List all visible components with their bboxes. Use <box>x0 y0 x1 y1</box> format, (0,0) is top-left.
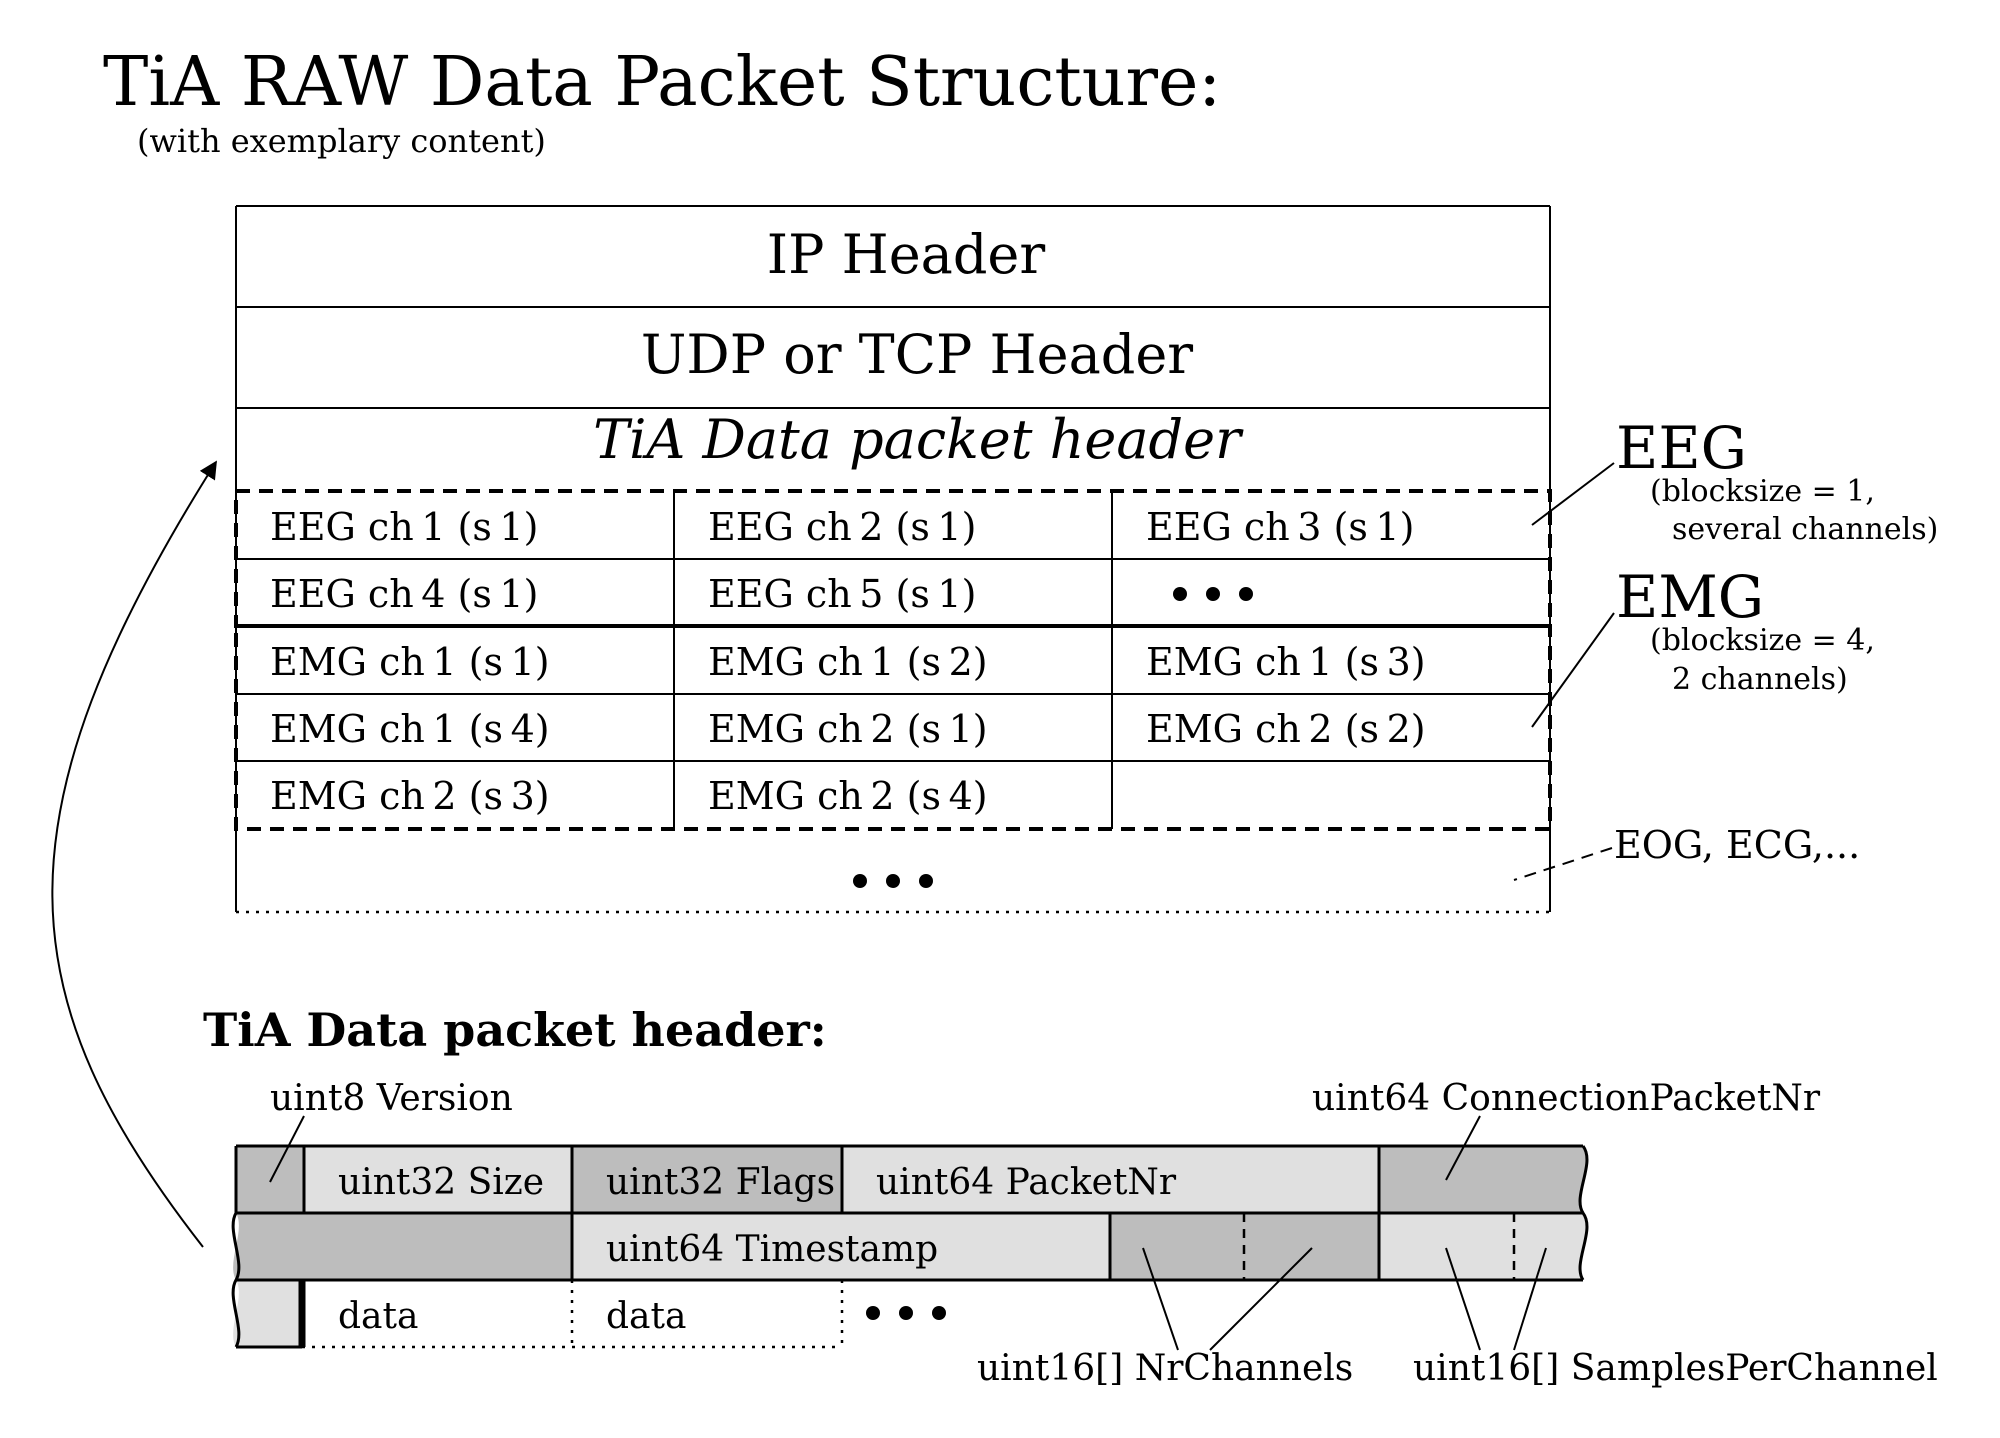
sample-cell: EMG ch 2 (s 3) <box>270 774 550 818</box>
nr-channels-leader-line <box>1209 1247 1313 1351</box>
nr-channels-leader-line <box>1142 1247 1179 1351</box>
eeg-note: several channels) <box>1672 512 1938 547</box>
tia-header-label: TiA Data packet header <box>593 408 1244 471</box>
sample-cells: EEG ch 1 (s 1) EEG ch 2 (s 1) EEG ch 3 (… <box>270 505 1426 818</box>
other-signals-label: EOG, ECG,... <box>1614 823 1860 867</box>
sample-cell: EMG ch 1 (s 3) <box>1146 640 1426 684</box>
ip-header-label: IP Header <box>767 223 1046 286</box>
eeg-label: EEG <box>1616 414 1747 482</box>
ellipsis-dots-packet <box>853 874 933 888</box>
signal-group-borders <box>234 489 1552 831</box>
field-connection-nr-label: uint64 ConnectionPacketNr <box>1312 1078 1821 1119</box>
transport-header-label: UDP or TCP Header <box>641 323 1193 386</box>
field-nr-channels-label: uint16[] NrChannels <box>977 1348 1353 1389</box>
sample-cell: EMG ch 1 (s 1) <box>270 640 550 684</box>
header-row-3 <box>233 1280 302 1347</box>
header-row-1 <box>236 1146 1587 1213</box>
sample-cell: EMG ch 1 (s 2) <box>708 640 988 684</box>
emg-label: EMG <box>1616 563 1764 631</box>
emg-leader-line <box>1531 612 1615 728</box>
emg-note: (blocksize = 4, <box>1650 623 1875 658</box>
field-flags: uint32 Flags <box>606 1162 835 1203</box>
ellipsis-dots-eeg <box>1173 587 1253 601</box>
sample-cell: EMG ch 2 (s 2) <box>1146 707 1426 751</box>
field-data: data <box>338 1296 418 1337</box>
diagram-subtitle: (with exemplary content) <box>137 122 546 160</box>
field-packet-nr: uint64 PacketNr <box>876 1162 1177 1203</box>
sample-cell: EMG ch 1 (s 4) <box>270 707 550 751</box>
header-row-2 <box>233 1213 1587 1280</box>
version-leader-line <box>269 1115 305 1183</box>
sample-cell: EEG ch 2 (s 1) <box>708 505 976 549</box>
header-section-title: TiA Data packet header: <box>203 1003 827 1057</box>
sample-cell: EMG ch 2 (s 4) <box>708 774 988 818</box>
raw-packet-box <box>235 205 1551 912</box>
sample-cell: EEG ch 4 (s 1) <box>270 572 538 616</box>
array-separators <box>1242 1213 1516 1280</box>
other-leader-line <box>1513 847 1613 881</box>
field-samples-per-channel-label: uint16[] SamplesPerChannel <box>1413 1348 1938 1389</box>
emg-note: 2 channels) <box>1672 662 1848 697</box>
data-field-borders <box>302 1280 844 1349</box>
sample-cell: EMG ch 2 (s 1) <box>708 707 988 751</box>
connection-nr-leader-line <box>1445 1115 1481 1181</box>
sample-cell: EEG ch 1 (s 1) <box>270 505 538 549</box>
field-version-label: uint8 Version <box>270 1078 513 1119</box>
header-link-arrow <box>51 460 217 1248</box>
samples-leader-line <box>1445 1247 1481 1351</box>
eeg-leader-line <box>1531 462 1615 526</box>
field-timestamp: uint64 Timestamp <box>606 1229 938 1270</box>
header-field-borders <box>231 1144 1589 1349</box>
sample-cell: EEG ch 3 (s 1) <box>1146 505 1414 549</box>
diagram-title: TiA RAW Data Packet Structure: <box>103 43 1221 122</box>
samples-leader-line <box>1513 1247 1547 1351</box>
eeg-note: (blocksize = 1, <box>1650 474 1875 509</box>
ellipsis-dots-data <box>866 1306 946 1320</box>
sample-cell: EEG ch 5 (s 1) <box>708 572 976 616</box>
field-data: data <box>606 1296 686 1337</box>
field-size: uint32 Size <box>338 1162 544 1203</box>
